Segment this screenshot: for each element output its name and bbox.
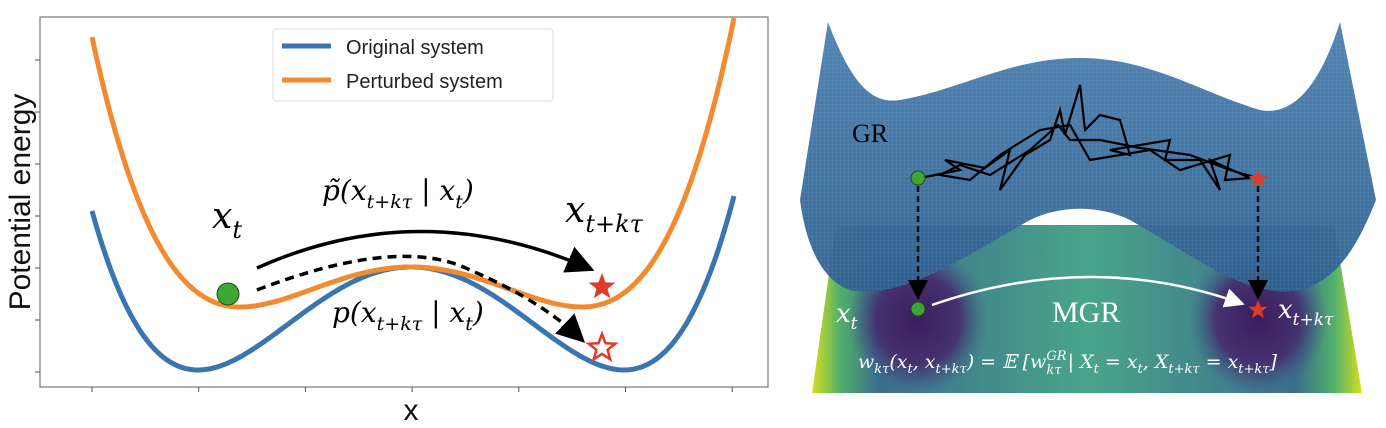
p-label: p(xt+kτ | xt) [332,296,484,335]
mgr-end-star-icon [1248,300,1268,319]
gr-trajectory [919,84,1259,191]
x-axis-label: x [404,394,419,427]
plot-frame [39,16,769,388]
start-point-marker [216,282,240,306]
x-tk-label: xt+kτ [565,190,644,238]
y-axis-label: Potential energy [4,94,37,311]
gr-end-star-icon [1248,169,1268,188]
end-star-filled-icon [588,273,616,299]
legend: Original system Perturbed system [272,28,554,102]
gr-label: GR [852,119,889,148]
y-ticks [35,59,40,373]
mgr-x-t-label: xt [836,299,858,334]
perturbed-transition-arrow [256,229,595,273]
energy-plot: Potential energy x Original system Pertu… [4,16,769,427]
mgr-transition-arrow [931,275,1245,308]
x-ticks [91,387,733,392]
x-t-label: xt [212,196,242,244]
gr-start-marker [910,170,926,186]
p-tilde-label: p̃(xt+kτ | xt) [322,174,474,213]
mgr-label: MGR [1052,296,1120,329]
mgr-start-marker [910,301,926,317]
original-transition-arrow [256,254,586,343]
legend-label-perturbed: Perturbed system [346,71,503,93]
end-star-hollow-icon [585,330,619,363]
legend-label-original: Original system [346,37,484,59]
legend-box [272,28,554,102]
mgr-x-tk-label: xt+kτ [1278,295,1334,330]
perturbed-system-curve [89,17,737,310]
